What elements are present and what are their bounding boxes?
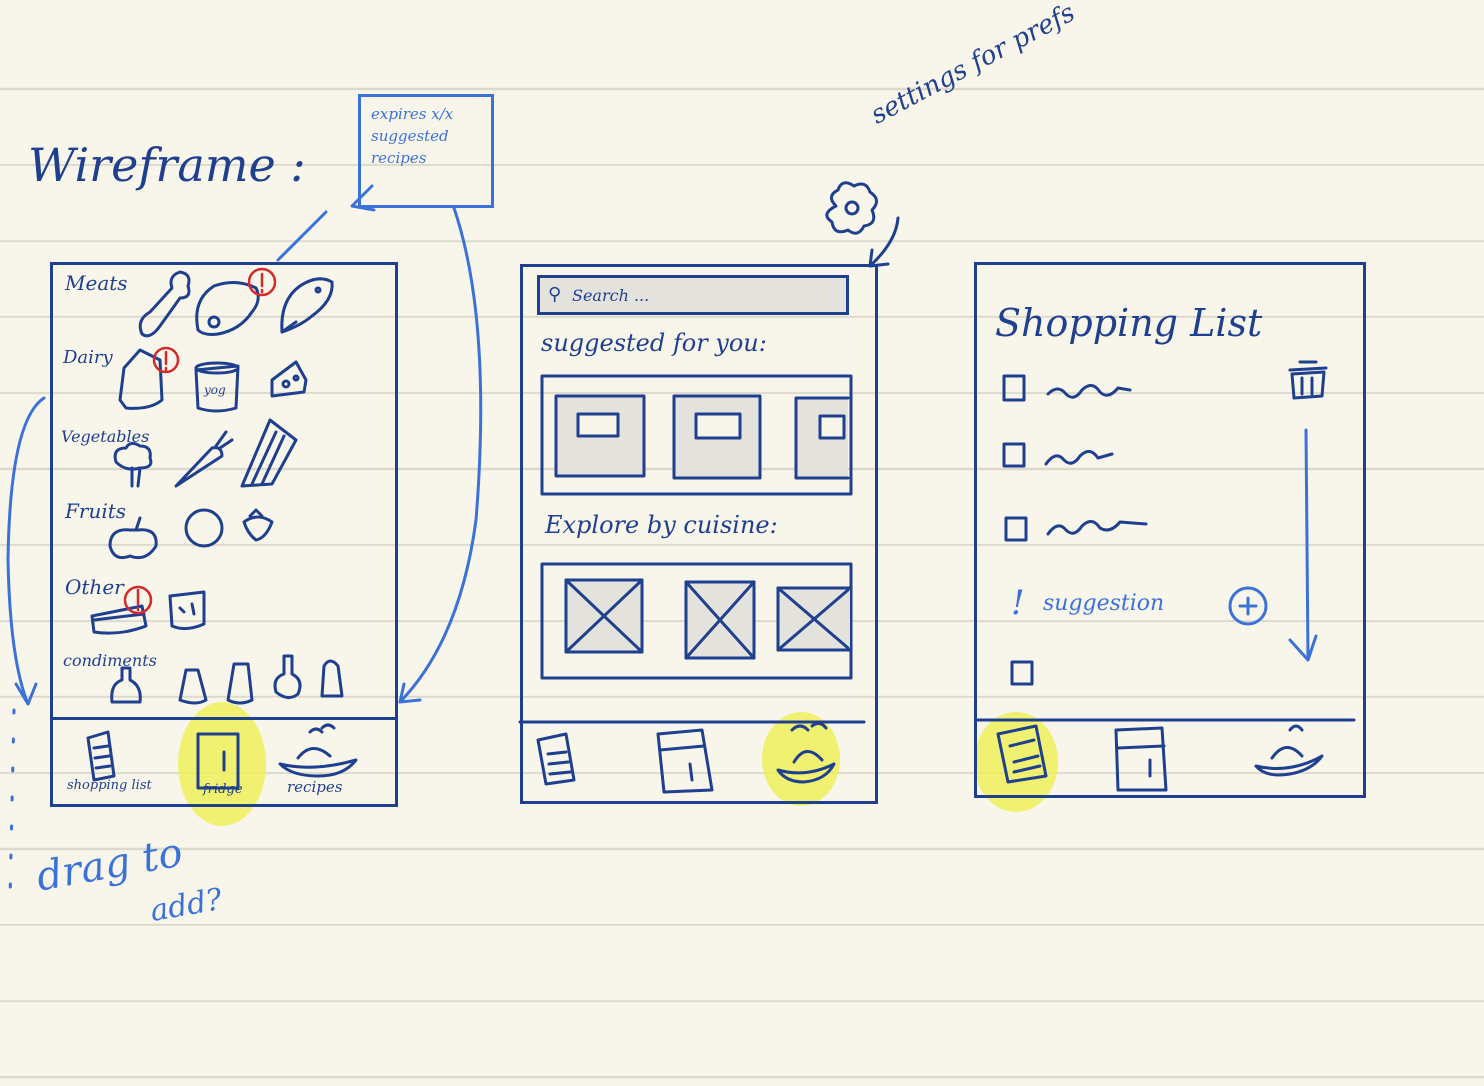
carrot-icon[interactable] <box>174 430 234 488</box>
trash-icon[interactable] <box>1288 360 1328 400</box>
svg-text:yog: yog <box>203 383 226 397</box>
alert-icon <box>152 346 180 374</box>
suggestion-label: suggestion <box>1043 591 1165 616</box>
recipes-screen: ⚲ Search ... suggested for you: xxxx xxx… <box>520 264 878 804</box>
category-label-dairy: Dairy <box>63 347 113 368</box>
fridge-tab-icon[interactable] <box>656 728 714 794</box>
suggested-card[interactable] <box>554 394 646 478</box>
list-item[interactable] <box>1010 660 1034 686</box>
suggested-heading: suggested for you: <box>541 329 767 357</box>
cuisine-carousel[interactable] <box>540 562 853 680</box>
list-item[interactable] <box>1002 374 1132 402</box>
drag-dotted-line <box>8 708 16 902</box>
recipes-link-arrow <box>398 206 483 704</box>
settings-arrow <box>868 216 900 268</box>
suggested-card[interactable] <box>672 394 762 480</box>
shopping-list-screen: Shopping List ! suggestion <box>974 262 1366 798</box>
apple-icon[interactable] <box>108 516 158 560</box>
cuisine-card[interactable] <box>564 578 644 654</box>
search-placeholder: Search ... <box>572 286 650 305</box>
category-label-vegetables: Vegetables <box>61 427 150 446</box>
fridge-tab-icon[interactable] <box>1114 726 1168 792</box>
explore-heading: Explore by cuisine: <box>545 511 778 539</box>
broccoli-icon[interactable] <box>113 441 153 488</box>
cuisine-card[interactable] <box>684 580 756 660</box>
fish-icon[interactable] <box>280 277 334 334</box>
can-icon[interactable] <box>168 590 206 631</box>
recipes-tab-icon[interactable] <box>776 721 836 784</box>
note-pointer-line <box>276 210 328 262</box>
orange-icon[interactable] <box>184 508 224 548</box>
bottle-icon[interactable] <box>178 668 208 705</box>
page-title: Wireframe : <box>28 138 306 192</box>
add-suggestion-button[interactable] <box>1228 586 1268 626</box>
category-label-meats: Meats <box>65 271 128 295</box>
expiry-alert-marks <box>123 267 277 615</box>
alert-icon <box>123 585 153 615</box>
tab-label-recipes: recipes <box>287 778 343 796</box>
suggestion-alert-mark: ! <box>1011 583 1025 623</box>
fridge-tab-icon[interactable] <box>196 732 240 790</box>
settings-gear-icon[interactable] <box>825 181 878 235</box>
strawberry-icon[interactable] <box>242 508 274 542</box>
shopping-list-tab-icon[interactable] <box>996 724 1048 784</box>
recipes-tab-icon[interactable] <box>1254 724 1324 777</box>
yogurt-icon[interactable]: yog <box>194 361 240 413</box>
search-icon: ⚲ <box>548 284 562 305</box>
tofu-icon[interactable] <box>90 604 148 635</box>
fridge-screen-tab-bar: shopping list fridge recipes <box>53 717 395 804</box>
shopping-list-tab-icon[interactable] <box>536 732 576 786</box>
note-bubble: expires x/x suggested recipes <box>358 94 494 208</box>
recipes-tab-icon[interactable] <box>278 723 358 778</box>
tab-label-shopping-list: shopping list <box>67 778 152 793</box>
celery-icon[interactable] <box>240 418 298 488</box>
scroll-arrow <box>1288 428 1318 662</box>
milk-carton-icon[interactable] <box>118 348 164 410</box>
search-input[interactable]: ⚲ Search ... <box>537 275 849 315</box>
cheese-icon[interactable] <box>270 360 308 398</box>
shaker-icon[interactable] <box>320 659 344 698</box>
bottle-icon[interactable] <box>226 662 254 705</box>
shopping-list-tab-icon[interactable] <box>86 730 116 782</box>
drag-arrow <box>6 396 46 706</box>
drumstick-icon[interactable] <box>138 270 191 338</box>
category-label-condiments: condiments <box>63 651 157 670</box>
suggested-card[interactable] <box>794 396 850 480</box>
bottle-icon[interactable] <box>110 666 142 704</box>
list-item[interactable] <box>1002 442 1114 468</box>
note-bubble-text: expires x/x suggested recipes <box>371 105 454 167</box>
note-bubble-tail <box>350 184 376 212</box>
suggested-carousel[interactable] <box>540 374 853 496</box>
steak-icon[interactable] <box>195 281 260 336</box>
category-label-other: Other <box>65 575 124 599</box>
list-item[interactable] <box>1004 516 1148 542</box>
bottle-icon[interactable] <box>273 654 302 699</box>
alert-icon <box>247 267 277 297</box>
category-label-fruits: Fruits <box>65 499 127 523</box>
cuisine-card[interactable] <box>776 586 852 652</box>
fridge-screen: Meats Dairy Vegetables Fruits Other cond… <box>50 262 398 807</box>
shopping-list-title: Shopping List <box>995 301 1263 345</box>
